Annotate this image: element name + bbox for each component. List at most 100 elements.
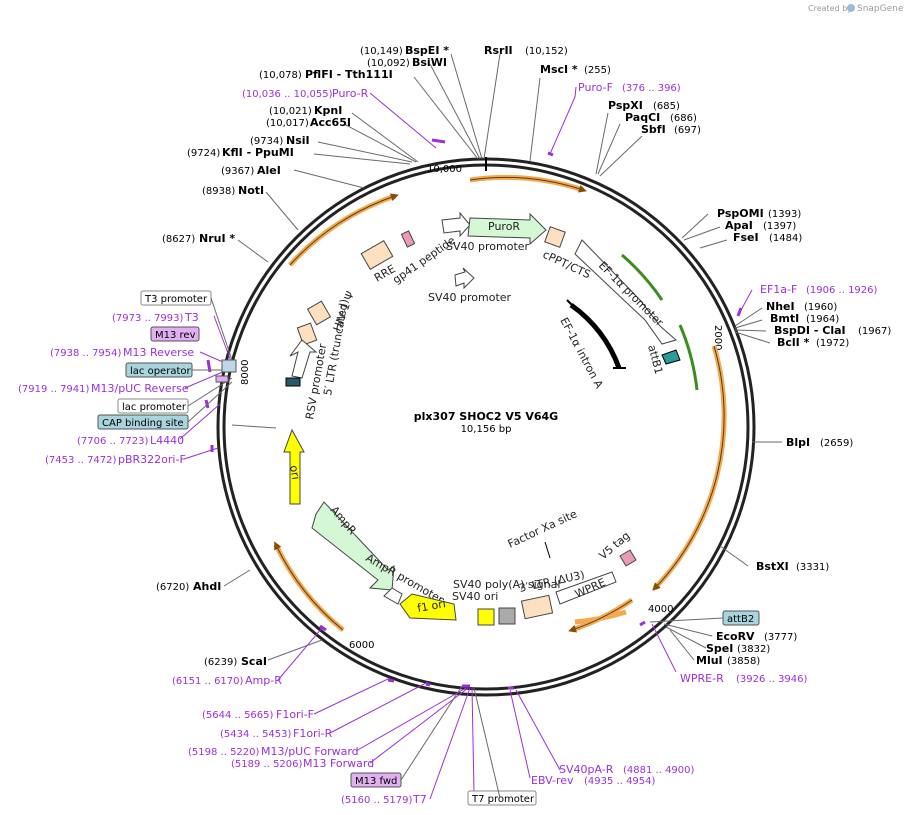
feature-sv40-polya[interactable]: [498, 607, 516, 625]
box-attb2: attB2: [727, 614, 754, 625]
primer-name: L4440: [150, 434, 184, 447]
enzyme-name: AhdI: [193, 580, 221, 593]
enzyme-pos: (3832): [737, 644, 770, 655]
feature-ltr3[interactable]: [520, 594, 554, 620]
enzyme-name: KpnI: [314, 104, 342, 117]
box-lac-operator: lac operator: [130, 366, 191, 377]
feature-hiv-psi[interactable]: [306, 300, 332, 326]
feature-f1-ori[interactable]: [399, 593, 457, 621]
primer-name: Puro-F: [578, 81, 613, 94]
enzyme-pos: (685): [653, 101, 680, 112]
primer-range: (1906 .. 1926): [806, 285, 878, 296]
tick-label: 10,000: [427, 164, 462, 175]
enzyme-pos: (3331): [796, 562, 829, 573]
box-lac-promoter: lac promoter: [122, 402, 187, 413]
primer-range: (7706 .. 7723): [77, 436, 149, 447]
feature-gp41[interactable]: [400, 230, 416, 248]
feature-ampr[interactable]: [311, 501, 395, 591]
feature-sv40-promoter-2-label: SV40 promoter: [428, 291, 512, 304]
enzyme-pos: (10,092): [367, 58, 410, 69]
enzyme-pos: (10,017): [266, 118, 309, 129]
enzyme-name: PspXI: [608, 99, 643, 112]
feature-sv40-promoter-2[interactable]: [454, 267, 475, 290]
feature-wpre[interactable]: [555, 571, 617, 605]
tick-label: 8000: [240, 360, 251, 385]
feature-attb1[interactable]: [661, 349, 681, 365]
feature-ori[interactable]: [283, 428, 305, 505]
feature-puror[interactable]: PuroR: [467, 212, 547, 246]
enzyme-name: SbfI: [641, 123, 666, 136]
primer-name: EBV-rev: [531, 774, 574, 787]
primer-name: EF1a-F: [760, 283, 797, 296]
box-m13-fwd: M13 fwd: [355, 776, 397, 787]
enzyme-labels: (10,149) BspEI * RsrII (10,152) (10,092)…: [156, 44, 891, 668]
enzyme-name: PaqCI: [625, 111, 660, 124]
primer-arc: [678, 324, 699, 391]
enzyme-pos: (3858): [727, 656, 760, 667]
enzyme-pos: (9724): [187, 148, 220, 159]
enzyme-name: NheI: [766, 300, 795, 313]
feature-ampr-promoter[interactable]: [383, 587, 403, 605]
feature-ef1a-promoter[interactable]: [574, 239, 678, 345]
enzyme-name: Acc65I: [310, 116, 351, 129]
plasmid-length: 10,156 bp: [461, 424, 512, 435]
feature-rsv-promoter[interactable]: [289, 339, 318, 379]
feature-ltr5[interactable]: [296, 322, 318, 346]
enzyme-name: FseI: [733, 231, 759, 244]
feature-ef1a-promoter-label: EF-1α promoter: [596, 259, 666, 329]
enzyme-name: MluI: [696, 654, 723, 667]
primer-name: T3: [184, 311, 199, 324]
box-m13-rev: M13 rev: [155, 330, 196, 341]
enzyme-name: ApaI: [725, 219, 753, 232]
credit-prefix: Created by: [808, 4, 852, 13]
enzyme-name: BlpI: [786, 436, 810, 449]
primer-range: (4881 .. 4900): [623, 765, 695, 776]
feature-factor-xa[interactable]: [544, 541, 551, 559]
enzyme-pos: (1393): [768, 209, 801, 220]
enzyme-name: RsrII: [484, 44, 513, 57]
primer-name: WPRE-R: [680, 672, 724, 685]
primer-name: F1ori-F: [276, 708, 314, 721]
box-t7-promoter: T7 promoter: [471, 794, 535, 805]
feature-cppt[interactable]: [544, 226, 566, 248]
tick-label: 2000: [712, 325, 723, 350]
enzyme-pos: (10,152): [525, 46, 568, 57]
primer-range: (3926 .. 3946): [736, 674, 808, 685]
enzyme-pos: (3777): [764, 632, 797, 643]
primer-range: (10,036 .. 10,055): [242, 89, 333, 100]
feature-rre[interactable]: [360, 240, 394, 270]
enzyme-name: BsiWI: [412, 56, 447, 69]
svg-text:SV40 promoter: SV40 promoter: [446, 240, 530, 253]
primer-name: F1ori-R: [293, 727, 333, 740]
enzyme-pos: (1964): [806, 314, 839, 325]
enzyme-pos: (10,078): [259, 70, 302, 81]
enzyme-pos: (6239): [204, 657, 237, 668]
primer-range: (5198 .. 5220): [188, 747, 260, 758]
enzyme-name: BstXI: [756, 560, 789, 573]
primer-arc: [621, 253, 664, 301]
feature-sv40-ori[interactable]: [477, 608, 495, 626]
brand-name: SnapGene: [857, 4, 904, 14]
feature-v5-tag[interactable]: [619, 549, 637, 567]
primer-name: M13 Reverse: [123, 346, 194, 359]
enzyme-pos: (1397): [763, 221, 796, 232]
feature-sv40-promoter[interactable]: SV40 promoter: [441, 211, 530, 253]
primer-range: (376 .. 396): [622, 83, 681, 94]
enzyme-name: MscI *: [540, 63, 578, 76]
primer-range: (6151 .. 6170): [172, 676, 244, 687]
enzyme-name: NruI *: [199, 232, 235, 245]
primer-range: (5434 .. 5453): [220, 729, 292, 740]
enzyme-pos: (8938): [202, 186, 235, 197]
enzyme-name: NsiI: [286, 134, 310, 147]
primer-leader-lines: [179, 86, 753, 800]
enzyme-name: NotI: [238, 184, 264, 197]
snapgene-logo-icon: [847, 4, 855, 12]
left-small-blocks: [215, 359, 237, 383]
primer-range: (5160 .. 5179): [341, 795, 413, 806]
enzyme-pos: (10,021): [269, 106, 312, 117]
feature-sv40-polya-label: SV40 poly(A) signal: [453, 578, 560, 591]
feature-factor-xa-label: Factor Xa site: [506, 507, 580, 550]
primer-range: (5189 .. 5206): [231, 759, 303, 770]
enzyme-name: PflFI - Tth111I: [305, 68, 393, 81]
